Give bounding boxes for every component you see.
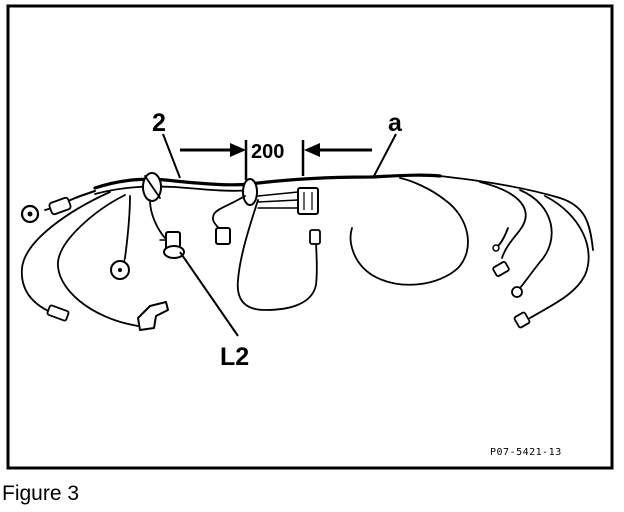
branch-right-small-stub bbox=[492, 227, 509, 252]
callout-label-2: 2 bbox=[152, 109, 166, 137]
harness-clamp-left bbox=[142, 172, 162, 202]
wiring-harness-diagram: 2 a 200 L2 P07-5421-13 bbox=[6, 4, 614, 470]
dimension-marker bbox=[180, 140, 372, 180]
round-plug-connector bbox=[110, 195, 131, 280]
leader-line-a bbox=[373, 133, 397, 177]
dimension-label: 200 bbox=[251, 141, 284, 163]
callout-label-l2: L2 bbox=[220, 343, 249, 371]
figure-frame bbox=[6, 4, 614, 470]
leader-line-2 bbox=[162, 133, 181, 179]
branch-long-loop bbox=[236, 199, 321, 311]
multi-pin-connector bbox=[257, 187, 319, 215]
leader-line-l2 bbox=[179, 251, 239, 337]
callout-label-a: a bbox=[388, 109, 403, 137]
harness-clamp-middle bbox=[242, 178, 258, 206]
sensor-l2 bbox=[149, 199, 185, 259]
branch-right-loop bbox=[349, 177, 469, 286]
branch-right-connector-a bbox=[479, 181, 527, 277]
figure-caption: Figure 3 bbox=[2, 482, 80, 505]
part-code: P07-5421-13 bbox=[490, 447, 562, 458]
branch-right-connector-b bbox=[511, 189, 553, 298]
branch-boot-connector bbox=[57, 194, 169, 331]
branch-lower-left-connector bbox=[21, 191, 111, 322]
branch-right-connector-c bbox=[513, 195, 590, 329]
ring-terminal-left bbox=[20, 190, 96, 224]
branch-middle-connector bbox=[212, 195, 246, 245]
